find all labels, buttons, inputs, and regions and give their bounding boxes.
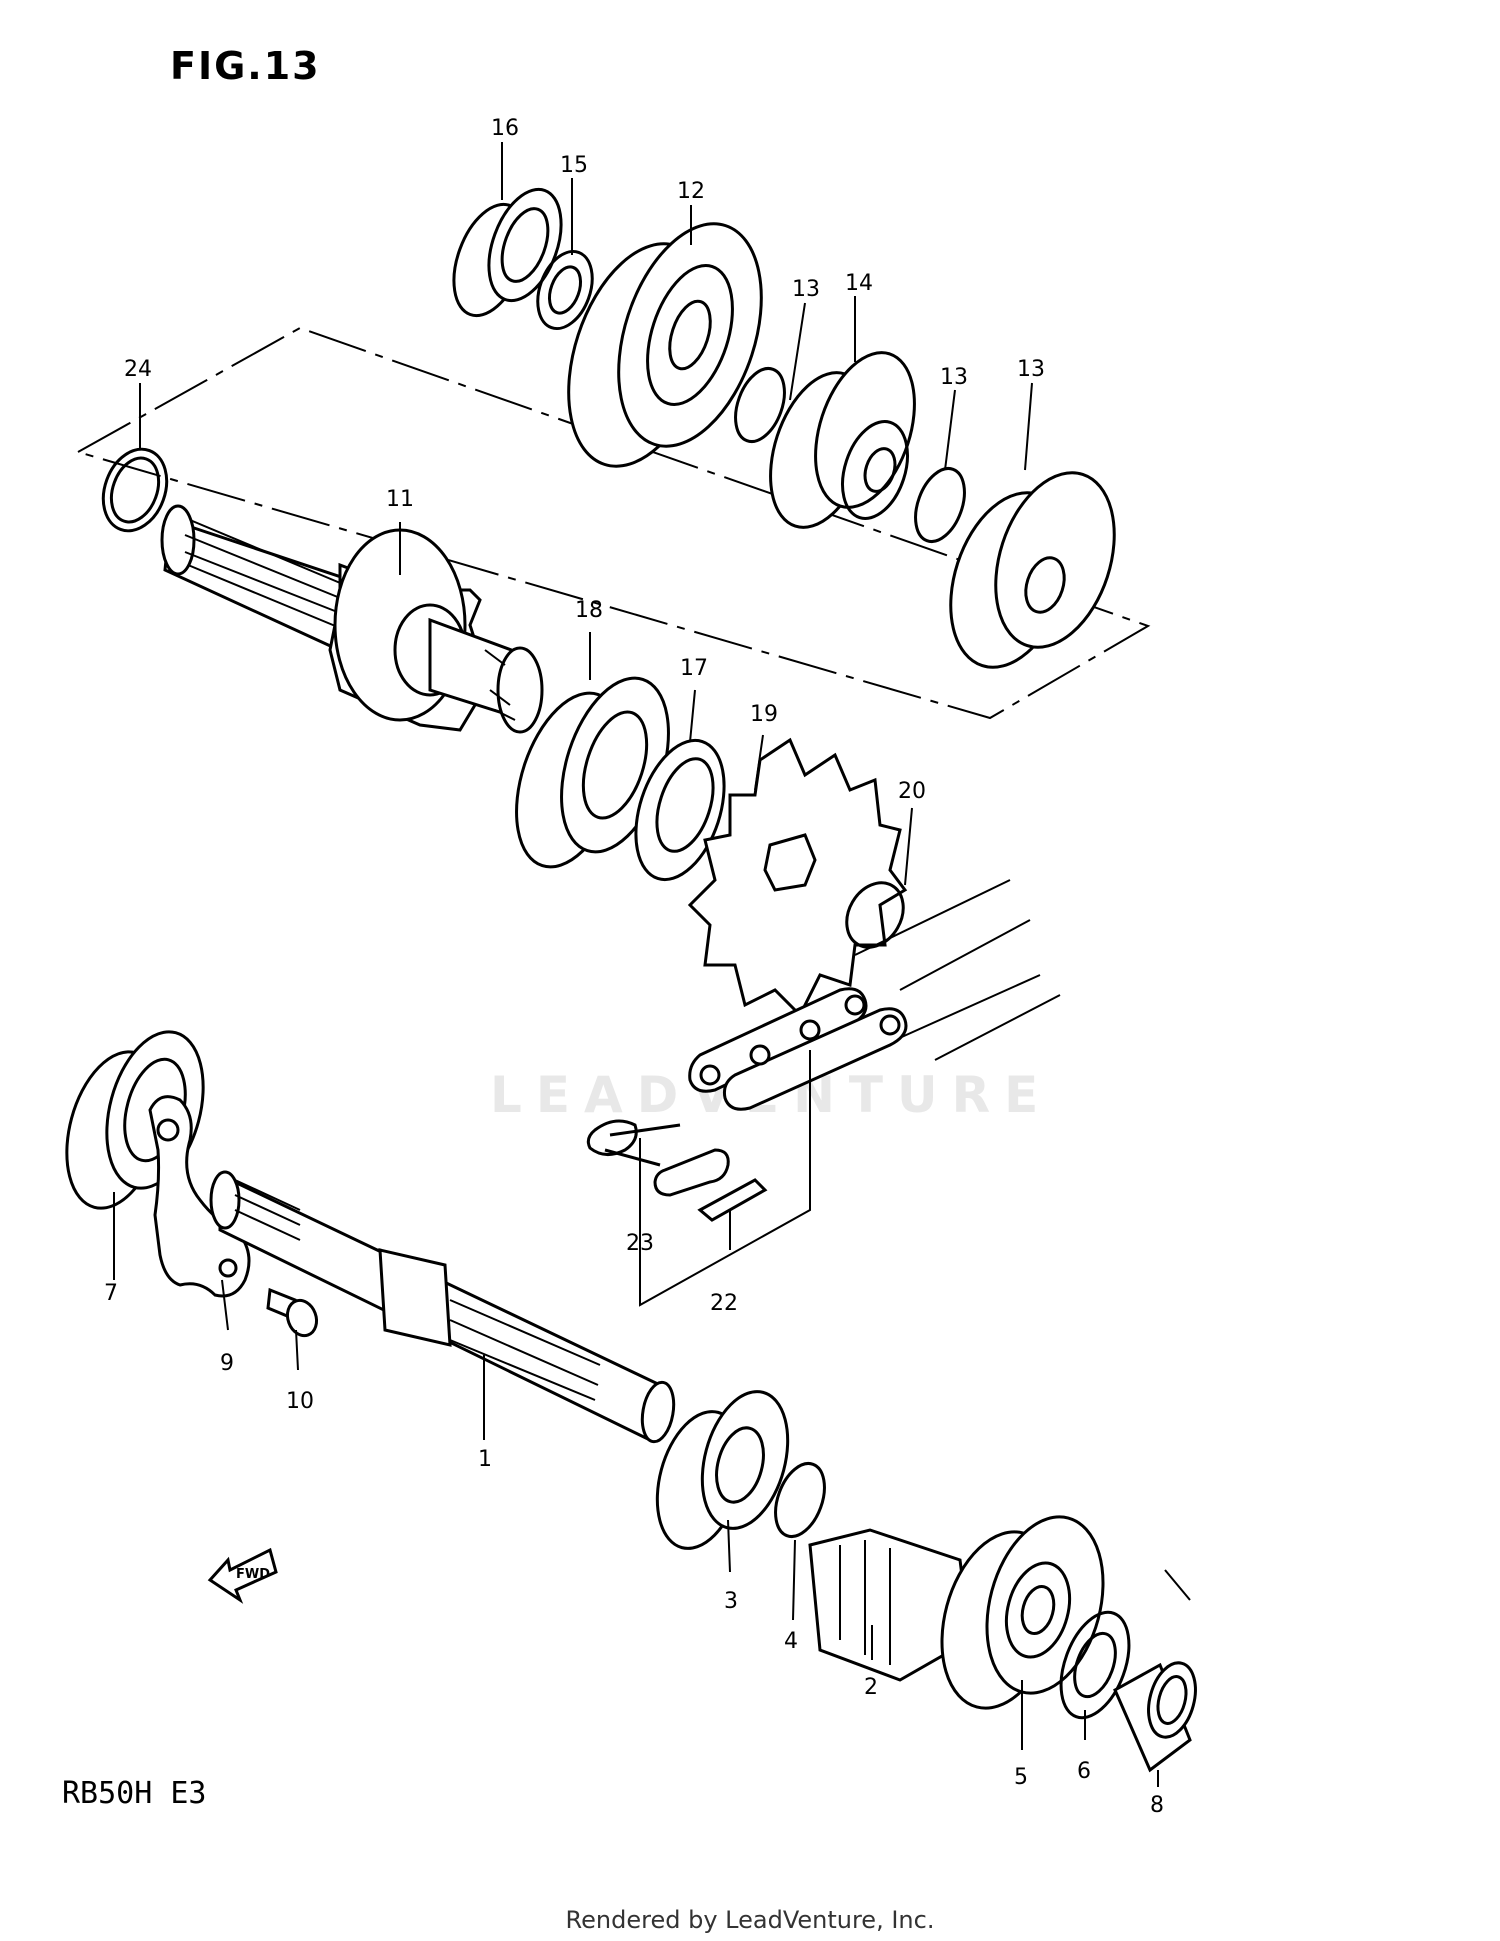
callout-12: 12	[677, 179, 705, 204]
callout-24: 24	[124, 357, 152, 382]
callout-3: 3	[724, 1589, 738, 1614]
washer-16-part	[536, 249, 594, 331]
circlip-4-part	[774, 1462, 826, 1538]
fwd-arrow-icon: FWD	[207, 1547, 278, 1604]
callout-15: 14	[845, 271, 873, 296]
gear-15-part	[769, 351, 916, 529]
callout-23: 23	[626, 1231, 654, 1256]
callout-18: 17	[680, 656, 708, 681]
master-link-23-part	[586, 1119, 768, 1222]
callout-9: 9	[220, 1351, 234, 1376]
circlip-13-lower-part	[914, 467, 966, 543]
leader-lines	[113, 142, 1191, 1787]
callout-2: 2	[864, 1675, 878, 1700]
gear-2-part	[808, 1528, 972, 1682]
callout-4: 4	[784, 1629, 798, 1654]
gear-14-part	[949, 471, 1116, 669]
gear-12-part	[567, 222, 763, 468]
group-boundary-dashed	[77, 326, 1151, 720]
bearing-17-part	[452, 187, 563, 318]
footer-credit: Rendered by LeadVenture, Inc.	[565, 1906, 935, 1934]
callout-19: 18	[575, 598, 603, 623]
callout-14: 13	[1017, 357, 1045, 382]
callout-1: 1	[478, 1447, 492, 1472]
retainer-9-part	[148, 1095, 251, 1298]
callout-13-lower: 13	[940, 365, 968, 390]
chain-22-part	[688, 987, 908, 1111]
needle-bearing-8-part	[1113, 1661, 1197, 1773]
figure-title: FIG.13	[170, 44, 321, 88]
fwd-label: FWD	[236, 1567, 270, 1582]
oil-seal-18-part	[634, 738, 726, 882]
circlip-13-upper-part	[734, 367, 786, 443]
callout-8: 8	[1150, 1793, 1164, 1818]
callout-7: 7	[104, 1281, 118, 1306]
callout-17: 16	[491, 116, 519, 141]
callout-13-upper: 13	[792, 277, 820, 302]
gear-5-part	[940, 1515, 1105, 1710]
callout-6: 6	[1077, 1759, 1091, 1784]
screw-10-part	[266, 1287, 319, 1338]
callout-5: 5	[1014, 1765, 1028, 1790]
circlip-21-part	[845, 881, 905, 949]
countershaft-part	[160, 504, 544, 734]
callout-22: 22	[710, 1291, 738, 1316]
model-code: RB50H E3	[62, 1776, 207, 1811]
callout-20: 19	[750, 702, 778, 727]
callout-10: 10	[286, 1389, 314, 1414]
callout-11: 11	[386, 487, 414, 512]
sprocket-20-part	[687, 737, 908, 1018]
washer-24-part	[101, 447, 169, 533]
main-shaft-1-part	[209, 1170, 676, 1444]
callout-21: 20	[898, 779, 926, 804]
chain-run-lines	[854, 879, 1061, 1061]
callout-16: 15	[560, 153, 588, 178]
gear-3-part	[655, 1390, 790, 1550]
chain-group-bracket	[639, 1050, 811, 1307]
washer-6-part	[1059, 1610, 1131, 1720]
